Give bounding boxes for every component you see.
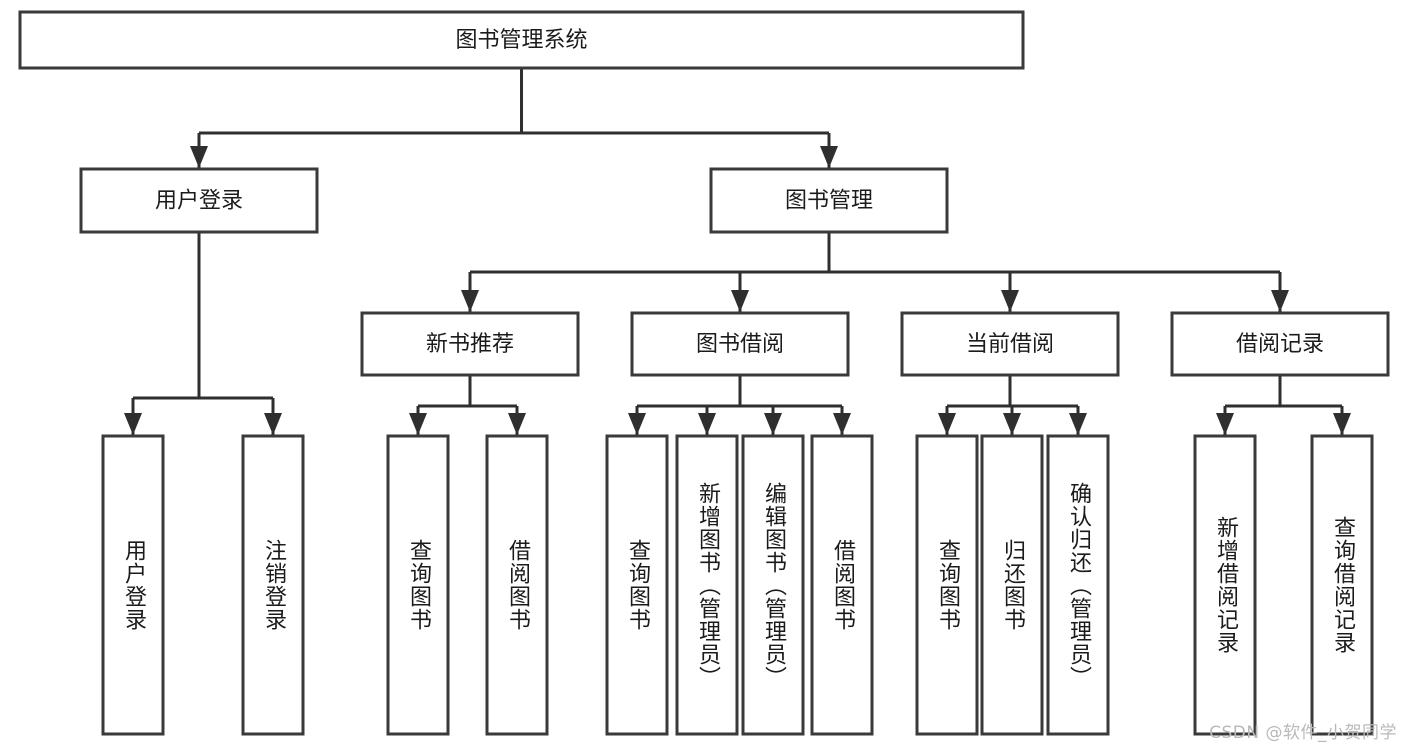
node-box-new-book-rec[interactable]: [360, 311, 580, 377]
connector-arrowhead: [938, 413, 956, 435]
node-box-book-borrow[interactable]: [630, 311, 850, 377]
connector-layer: [124, 68, 1351, 435]
connector-arrowhead: [461, 290, 479, 312]
connector-arrowhead: [190, 146, 208, 168]
node-box-leaf-add-record[interactable]: [1193, 434, 1257, 736]
node-box-leaf-return-book[interactable]: [980, 434, 1044, 736]
connector-arrowhead: [1271, 290, 1289, 312]
connector-arrowhead: [833, 413, 851, 435]
connector-arrowhead: [264, 413, 282, 435]
connector-arrowhead: [1333, 413, 1351, 435]
connector-arrowhead: [409, 413, 427, 435]
connector-arrowhead: [508, 413, 526, 435]
node-box-leaf-borrow-book-2[interactable]: [810, 434, 874, 736]
node-label-root: 图书管理系统: [455, 28, 587, 53]
connector-arrowhead: [1069, 413, 1087, 435]
node-box-leaf-borrow-book-1[interactable]: [485, 434, 549, 736]
node-box-leaf-query-book-1[interactable]: [386, 434, 450, 736]
node-box-leaf-user-login[interactable]: [101, 434, 165, 736]
node-box-user-login[interactable]: [79, 167, 319, 234]
node-label-book-manage: 图书管理: [785, 189, 873, 214]
connector-arrowhead: [124, 413, 142, 435]
connector-arrowhead: [1003, 413, 1021, 435]
connector-arrowhead: [820, 146, 838, 168]
node-label-book-borrow: 图书借阅: [696, 332, 784, 357]
node-label-current-borrow: 当前借阅: [966, 332, 1054, 357]
node-box-leaf-confirm-return[interactable]: [1046, 434, 1110, 736]
node-box-leaf-add-book[interactable]: [675, 434, 739, 736]
watermark-text: CSDN @软件_小贺同学: [1209, 723, 1397, 743]
connector-arrowhead: [731, 290, 749, 312]
node-label-borrow-record: 借阅记录: [1236, 332, 1324, 357]
node-box-leaf-edit-book[interactable]: [741, 434, 805, 736]
node-box-book-manage[interactable]: [709, 167, 949, 234]
node-label-user-login: 用户登录: [155, 189, 243, 214]
node-box-leaf-user-logout[interactable]: [241, 434, 305, 736]
connector-arrowhead: [628, 413, 646, 435]
connector-arrowhead: [764, 413, 782, 435]
node-box-current-borrow[interactable]: [900, 311, 1120, 377]
node-box-leaf-query-book-3[interactable]: [915, 434, 979, 736]
node-label-new-book-rec: 新书推荐: [426, 332, 514, 357]
connector-arrowhead: [698, 413, 716, 435]
connector-arrowhead: [1216, 413, 1234, 435]
connector-arrowhead: [1001, 290, 1019, 312]
node-box-borrow-record[interactable]: [1170, 311, 1390, 377]
node-box-leaf-query-record[interactable]: [1310, 434, 1374, 736]
node-box-leaf-query-book-2[interactable]: [605, 434, 669, 736]
node-box-root[interactable]: [18, 10, 1025, 70]
